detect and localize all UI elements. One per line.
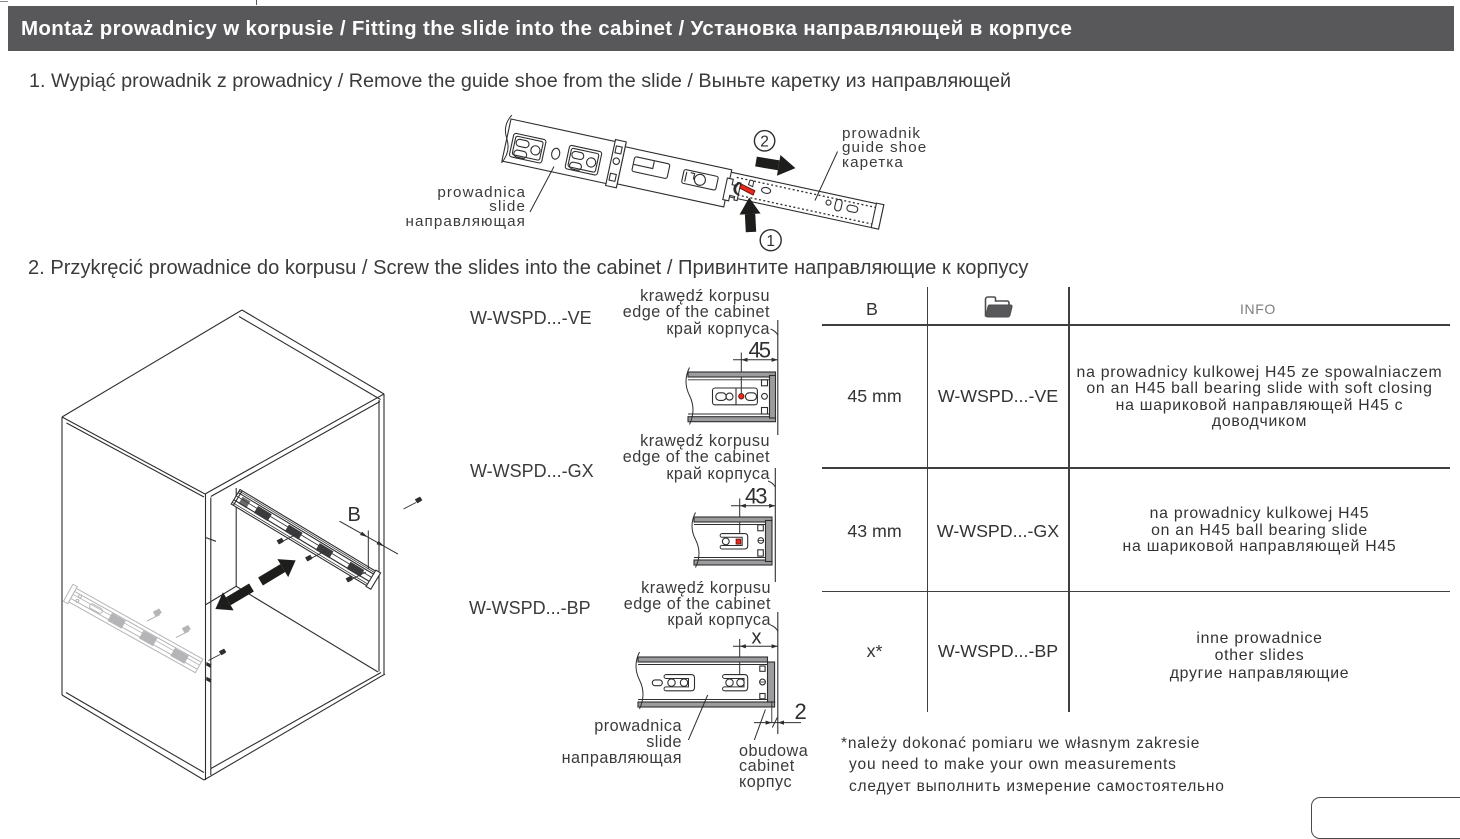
svg-text:1: 1 (766, 233, 775, 250)
svg-text:45: 45 (749, 338, 772, 363)
svg-text:2: 2 (760, 133, 769, 150)
svg-text:B: B (348, 504, 361, 526)
svg-text:2: 2 (795, 699, 807, 724)
svg-text:43: 43 (745, 484, 768, 509)
svg-text:x: x (752, 627, 762, 649)
